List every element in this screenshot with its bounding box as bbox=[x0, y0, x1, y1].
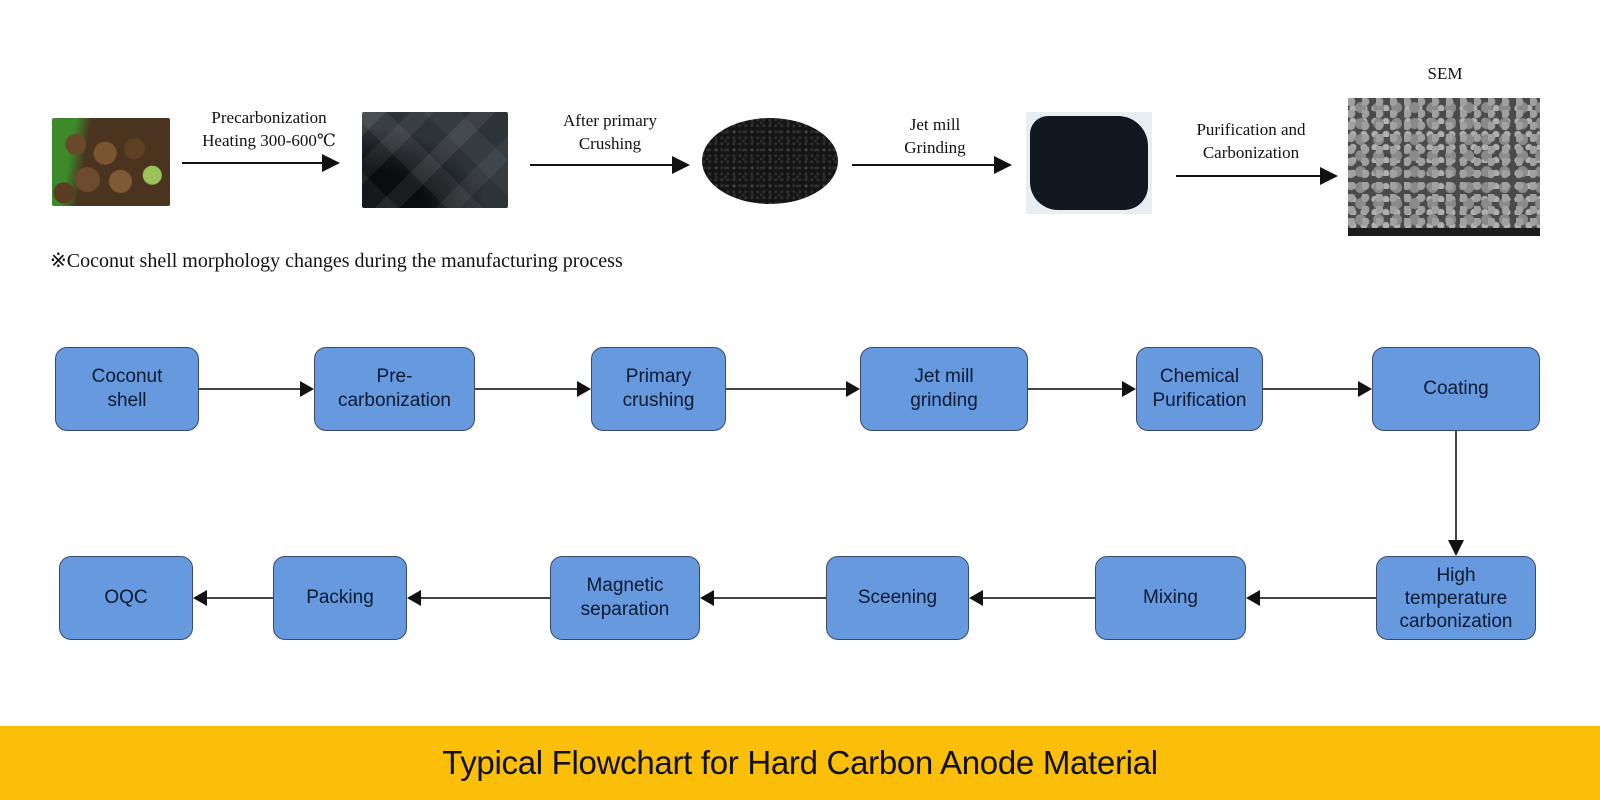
connector-9-10 bbox=[714, 597, 826, 599]
arrowhead-11-12 bbox=[193, 590, 207, 606]
banner-title: Typical Flowchart for Hard Carbon Anode … bbox=[442, 744, 1158, 781]
arrowhead-2-3 bbox=[577, 381, 591, 397]
flow-box-mixing: Mixing bbox=[1095, 556, 1246, 640]
arrowhead-8-9 bbox=[969, 590, 983, 606]
arrowhead-down bbox=[1448, 540, 1464, 556]
connector-5-6 bbox=[1263, 388, 1359, 390]
step-label-primary-crushing: After primary Crushing bbox=[563, 111, 657, 153]
precarbonized-flakes-photo bbox=[362, 112, 508, 208]
flow-box-pre-carbonization: Pre-carbonization bbox=[314, 347, 475, 431]
connector-11-12 bbox=[207, 597, 273, 599]
ground-powder-photo bbox=[1026, 112, 1152, 214]
sem-label: SEM bbox=[1427, 64, 1463, 83]
sem-micrograph bbox=[1348, 98, 1540, 236]
connector-1-2 bbox=[199, 388, 301, 390]
connector-7-8 bbox=[1260, 597, 1376, 599]
connector-10-11 bbox=[421, 597, 550, 599]
flow-box-oqc: OQC bbox=[59, 556, 193, 640]
flow-box-coating: Coating bbox=[1372, 347, 1540, 431]
crushed-powder-photo bbox=[702, 118, 838, 204]
connector-3-4 bbox=[726, 388, 847, 390]
step-arrow-2 bbox=[530, 156, 690, 174]
sem-scale-bar bbox=[1348, 228, 1540, 236]
morphology-note: ※Coconut shell morphology changes during… bbox=[50, 250, 623, 272]
arrowhead-9-10 bbox=[700, 590, 714, 606]
connector-coating-down bbox=[1455, 431, 1457, 541]
step-label-precarbonization: Precarbonization Heating 300-600℃ bbox=[202, 108, 336, 150]
flow-box-packing: Packing bbox=[273, 556, 407, 640]
step-arrow-4 bbox=[1176, 167, 1338, 185]
title-banner: Typical Flowchart for Hard Carbon Anode … bbox=[0, 726, 1600, 800]
step-arrow-1 bbox=[182, 154, 340, 172]
connector-2-3 bbox=[475, 388, 578, 390]
arrowhead-10-11 bbox=[407, 590, 421, 606]
arrowhead-3-4 bbox=[846, 381, 860, 397]
connector-4-5 bbox=[1028, 388, 1123, 390]
arrowhead-7-8 bbox=[1246, 590, 1260, 606]
arrowhead-1-2 bbox=[300, 381, 314, 397]
flow-box-screening: Sceening bbox=[826, 556, 969, 640]
step-arrow-3 bbox=[852, 156, 1012, 174]
coconut-shell-photo bbox=[52, 118, 170, 206]
arrowhead-4-5 bbox=[1122, 381, 1136, 397]
connector-8-9 bbox=[983, 597, 1095, 599]
powder-mass bbox=[1030, 116, 1148, 210]
step-label-jet-mill-grinding: Jet mill Grinding bbox=[904, 115, 966, 157]
arrowhead-5-6 bbox=[1358, 381, 1372, 397]
step-label-purification-carbonization: Purification and Carbonization bbox=[1196, 120, 1306, 162]
